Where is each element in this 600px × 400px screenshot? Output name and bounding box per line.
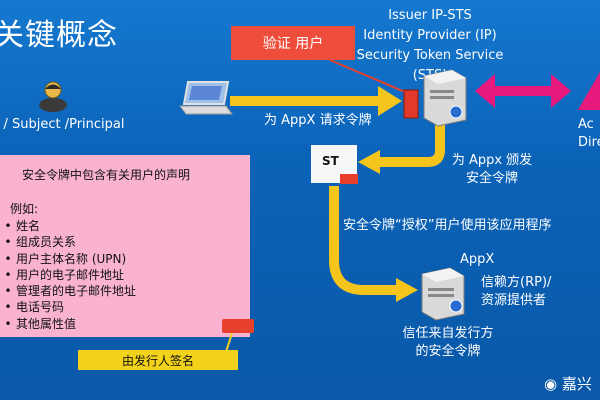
claims-note-intro: 例如: <box>10 202 39 216</box>
list-item: •用户的电子邮件地址 <box>4 267 125 282</box>
sts-label-line: Identity Provider (IP) <box>363 28 497 43</box>
issue-token-label: 为 Appx 颁发 安全令牌 <box>432 152 552 188</box>
claims-note <box>0 155 250 337</box>
trust-line: 信任来自发行方 <box>402 326 494 341</box>
directory-line: Dire <box>578 135 600 150</box>
list-item: •用户主体名称 (UPN) <box>4 251 127 266</box>
directory-label: Ac Dire <box>578 116 600 152</box>
claim-text: 其他属性值 <box>16 316 77 331</box>
subject-label: r / Subject /Principal <box>0 117 125 132</box>
token-seal <box>340 174 358 184</box>
security-token-label: ST <box>322 154 339 168</box>
list-item: •其他属性值 <box>4 316 77 331</box>
directory-line: Ac <box>578 117 594 132</box>
claim-text: 用户主体名称 (UPN) <box>16 251 127 266</box>
claims-note-title: 安全令牌中包含有关用户的声明 <box>22 168 191 182</box>
verify-user-box: 验证 用户 <box>231 26 355 60</box>
page-title: 关键概念 <box>0 18 118 53</box>
weibo-icon: ◉ <box>544 375 562 393</box>
relying-party-label: 信赖方(RP)/ 资源提供者 <box>481 274 551 310</box>
appx-label: AppX <box>460 252 495 267</box>
authorization-label: 安全令牌“授权”用户使用该应用程序 <box>343 218 552 233</box>
token-to-app-arrow <box>329 186 418 302</box>
laptop-icon <box>179 81 233 115</box>
signer-box: 由发行人签名 <box>78 350 238 370</box>
trust-label: 信任来自发行方 的安全令牌 <box>388 325 508 361</box>
server-icon <box>403 69 467 127</box>
relying-party-line: 信赖方(RP)/ <box>481 275 552 290</box>
request-arrow <box>230 86 402 116</box>
request-token-label: 为 AppX 请求令牌 <box>264 113 372 128</box>
issue-arrow <box>358 124 445 174</box>
claim-text: 姓名 <box>16 219 41 233</box>
claim-text: 管理者的电子邮件地址 <box>16 284 137 299</box>
watermark-text: 嘉兴 <box>561 375 592 393</box>
claims-list: •姓名 •组成员关系 •用户主体名称 (UPN) •用户的电子邮件地址 •管理者… <box>0 218 136 332</box>
signature-seal <box>222 319 254 333</box>
list-item: •管理者的电子邮件地址 <box>4 284 137 299</box>
list-item: •电话号码 <box>4 300 65 315</box>
list-item: •组成员关系 <box>4 235 77 250</box>
trust-line: 的安全令牌 <box>415 344 481 359</box>
verify-callout-line <box>329 59 406 93</box>
list-item: •姓名 <box>4 219 41 233</box>
claim-text: 用户的电子邮件地址 <box>16 267 125 282</box>
directory-icon <box>578 72 600 110</box>
user-icon <box>39 81 67 112</box>
claim-text: 组成员关系 <box>16 235 77 250</box>
relying-party-line: 资源提供者 <box>481 293 547 308</box>
issue-token-line: 安全令牌 <box>465 171 518 186</box>
sts-label-line: Issuer IP-STS <box>388 8 472 23</box>
issue-token-line: 为 Appx 颁发 <box>451 153 533 168</box>
watermark: ◉ 嘉兴 <box>544 373 592 394</box>
server-icon <box>421 267 465 321</box>
sts-directory-arrow <box>475 74 571 108</box>
claim-text: 电话号码 <box>16 300 65 315</box>
